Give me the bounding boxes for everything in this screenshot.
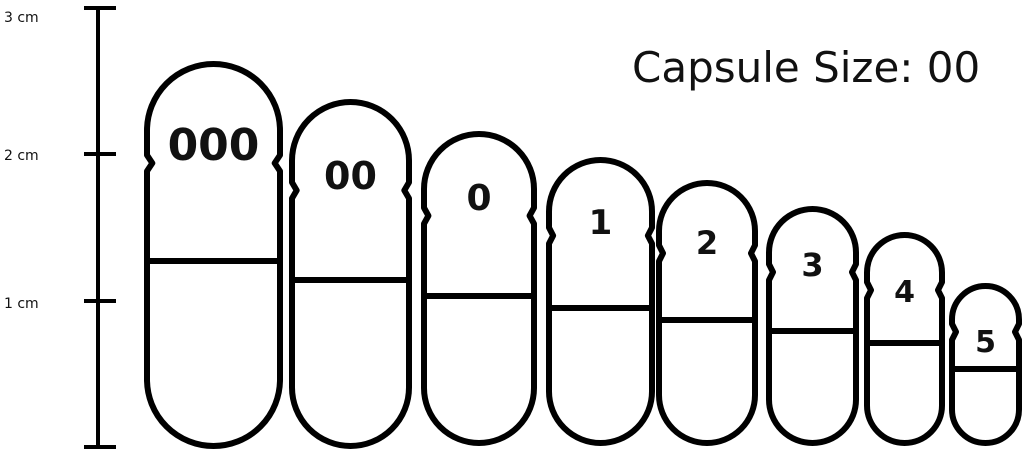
capsule-body (289, 277, 412, 449)
capsule-1: 1 (546, 157, 655, 446)
capsule-body (656, 317, 758, 446)
capsule-body (864, 340, 945, 446)
capsule-body (949, 366, 1022, 446)
capsule-5: 5 (949, 283, 1022, 446)
capsule-cap (144, 61, 283, 264)
capsule-2: 2 (656, 180, 758, 446)
capsule-size-label: 00 (324, 154, 377, 198)
capsule-3: 3 (766, 206, 859, 446)
capsule-cap (421, 131, 537, 299)
scale-label-3cm: 3 cm (4, 10, 39, 26)
capsule-size-label: 4 (894, 275, 915, 310)
capsule-cap (864, 232, 945, 346)
capsule-body (421, 293, 537, 446)
capsule-size-label: 5 (975, 325, 996, 360)
scale-ruler: 3 cm 2 cm 1 cm (4, 6, 116, 449)
capsule-cap (949, 283, 1022, 372)
scale-label-2cm: 2 cm (4, 148, 39, 164)
capsule-size-label: 2 (696, 224, 718, 262)
capsule-size-label: 3 (801, 246, 823, 284)
capsule-00: 00 (289, 99, 412, 449)
capsule-body (546, 305, 655, 446)
capsule-cap (546, 157, 655, 311)
capsule-size-title: Capsule Size: 00 (632, 43, 980, 92)
capsule-cap (289, 99, 412, 283)
capsule-body (144, 258, 283, 449)
capsule-cap (766, 206, 859, 334)
capsule-0: 0 (421, 131, 537, 446)
capsule-body (766, 328, 859, 446)
scale-label-1cm: 1 cm (4, 296, 39, 312)
capsule-size-label: 000 (168, 120, 260, 171)
capsule-size-label: 1 (589, 203, 613, 243)
capsule-4: 4 (864, 232, 945, 446)
capsule-cap (656, 180, 758, 323)
capsule-size-label: 0 (466, 178, 491, 219)
capsule-000: 000 (144, 61, 283, 449)
